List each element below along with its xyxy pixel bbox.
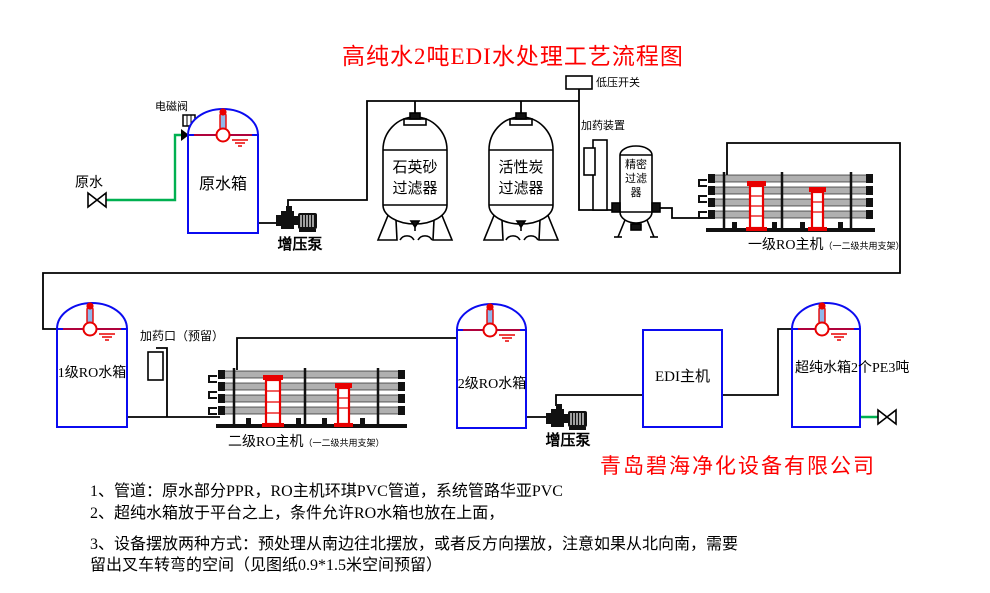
page-title: 高纯水2吨EDI水处理工艺流程图 (342, 44, 684, 69)
precision-filter-label-3: 器 (630, 187, 642, 199)
pure-tank-label: 超纯水箱2个PE3吨 (795, 361, 910, 376)
edi-to-puretank-pipe (722, 328, 793, 396)
note-line-3: 3、设备摆放两种方式：预处理从南边往北摆放，或者反方向摆放，注意如果从北向南，需… (90, 536, 739, 553)
raw-water-valve-icon (87, 191, 107, 209)
ro1-rack-label-main: 一级RO主机 (748, 238, 824, 253)
raw-water-inlet-pipe (105, 133, 182, 202)
note-line-2: 2、超纯水箱放于平台之上，条件允许RO水箱也放在上面， (90, 505, 505, 522)
note-line-4: 留出叉车转弯的空间（见图纸0.9*1.5米空间预留） (90, 557, 443, 574)
level-indicator-tank2 (463, 303, 520, 342)
dosing-port-pipe (156, 347, 168, 417)
green-piping (105, 133, 878, 419)
solenoid-valve-label: 电磁阀 (155, 101, 188, 113)
dosing-device-shape (583, 139, 608, 211)
ro1-tank-shape (56, 302, 128, 428)
booster-pump1-shape (276, 206, 317, 232)
raw-water-label: 原水 (75, 176, 103, 191)
ro1-rack-label-note: （一二级共用支架） (823, 241, 905, 251)
quartz-filter-vessel (376, 112, 454, 241)
level-indicator-rawtank (194, 108, 252, 147)
booster-pump2-shape (546, 404, 587, 430)
ro2-tank-label: 2级RO水箱 (457, 377, 527, 392)
note-line-1: 1、管道：原水部分PPR，RO主机环琪PVC管道，系统管路华亚PVC (90, 483, 563, 500)
raw-water-tank-label: 原水箱 (198, 176, 247, 193)
ro2-rack-label-main: 二级RO主机 (228, 435, 304, 450)
ro2-product-pipe (236, 337, 458, 370)
carbon-filter-label-1: 活性炭 (498, 160, 544, 176)
ro1-rack-label: 一级RO主机（一二级共用支架） (748, 238, 904, 253)
dosing-port-label: 加药口（预留） (140, 329, 225, 343)
precision-filter-vessel (611, 145, 661, 238)
booster-pump2-label: 增压泵 (545, 433, 591, 449)
ro1-tank-label: 1级RO水箱 (57, 366, 127, 381)
booster-pump1-label: 增压泵 (277, 237, 323, 253)
carbon-filter-vessel (482, 112, 560, 241)
black-piping (42, 89, 901, 418)
quartz-filter-label-2: 过滤器 (392, 181, 438, 197)
company-name: 青岛碧海净化设备有限公司 (600, 454, 876, 478)
pump2-to-edi-pipe (555, 394, 643, 406)
level-indicator-puretank (798, 302, 854, 341)
pure-tank-shape (791, 302, 861, 428)
ro2-pump-red (262, 375, 353, 427)
precision-outlet-pipe (655, 207, 710, 219)
quartz-filter-label-1: 石英砂 (392, 160, 438, 176)
edi-unit-label: EDI主机 (655, 369, 710, 385)
ro1-pump-red (746, 181, 827, 231)
low-pressure-switch-shape (565, 75, 593, 90)
edi-unit-shape (642, 329, 723, 428)
precision-filter-label-1: 精密 (625, 159, 647, 171)
pure-outlet-valve-icon (877, 408, 897, 426)
ro1-rack-shape (698, 172, 875, 232)
precision-filter-label-2: 过滤 (625, 173, 647, 185)
low-pressure-switch-label: 低压开关 (596, 77, 640, 89)
pump1-to-header-pipe (287, 100, 579, 212)
ro1-product-pipe (42, 142, 901, 330)
carbon-filter-label-2: 过滤器 (498, 181, 544, 197)
ro2-rack-label-note: （一二级共用支架） (303, 438, 385, 448)
ro2-rack-label: 二级RO主机（一二级共用支架） (228, 435, 384, 450)
raw-water-tank-shape (187, 108, 259, 234)
ro2-rack-shape (208, 368, 407, 428)
dosing-device-label: 加药装置 (581, 120, 625, 132)
dosing-port-shape (147, 351, 164, 381)
level-indicator-tank1 (63, 302, 121, 341)
